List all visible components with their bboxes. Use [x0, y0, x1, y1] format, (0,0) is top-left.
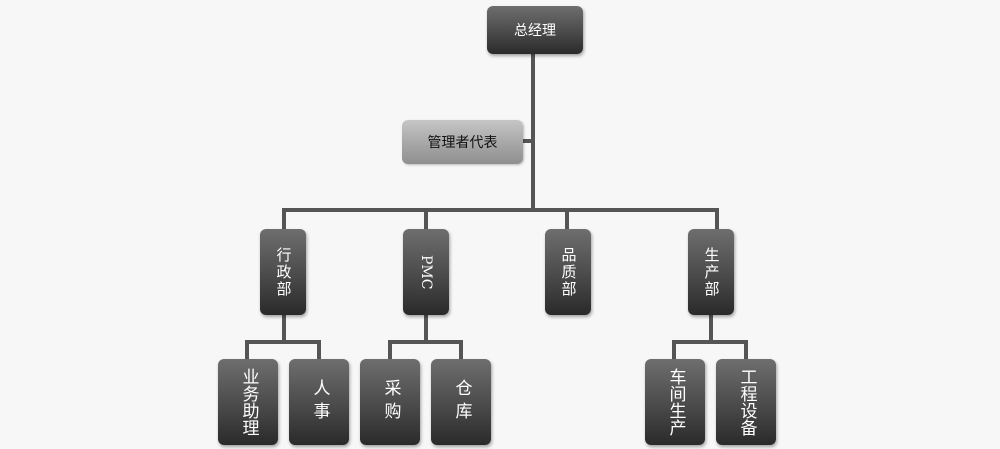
- node-label: 工程设备: [736, 368, 757, 436]
- node-general-manager: 总经理: [487, 6, 583, 54]
- node-label: 业务助理: [238, 368, 259, 436]
- node-business-assistant: 业务助理: [218, 359, 278, 445]
- node-workshop-production: 车间生产: [645, 359, 705, 445]
- node-label: 行政部: [274, 246, 293, 298]
- node-engineering-equipment: 工程设备: [716, 359, 776, 445]
- node-hr: 人事: [289, 359, 349, 445]
- node-label: 车间生产: [665, 368, 686, 436]
- node-label: 采购: [380, 379, 401, 425]
- node-label: PMC: [418, 254, 434, 290]
- node-warehouse: 仓库: [431, 359, 491, 445]
- node-admin-dept: 行政部: [260, 229, 306, 315]
- node-label: 总经理: [514, 23, 556, 39]
- node-management-representative: 管理者代表: [402, 120, 523, 164]
- node-label: 人事: [309, 379, 330, 425]
- node-purchasing: 采购: [360, 359, 420, 445]
- node-pmc-dept: PMC: [403, 229, 449, 315]
- node-label: 生产部: [702, 246, 721, 298]
- node-label: 仓库: [451, 379, 472, 425]
- node-quality-dept: 品质部: [545, 229, 591, 315]
- node-production-dept: 生产部: [688, 229, 734, 315]
- node-label: 品质部: [559, 246, 578, 298]
- node-label: 管理者代表: [427, 135, 498, 151]
